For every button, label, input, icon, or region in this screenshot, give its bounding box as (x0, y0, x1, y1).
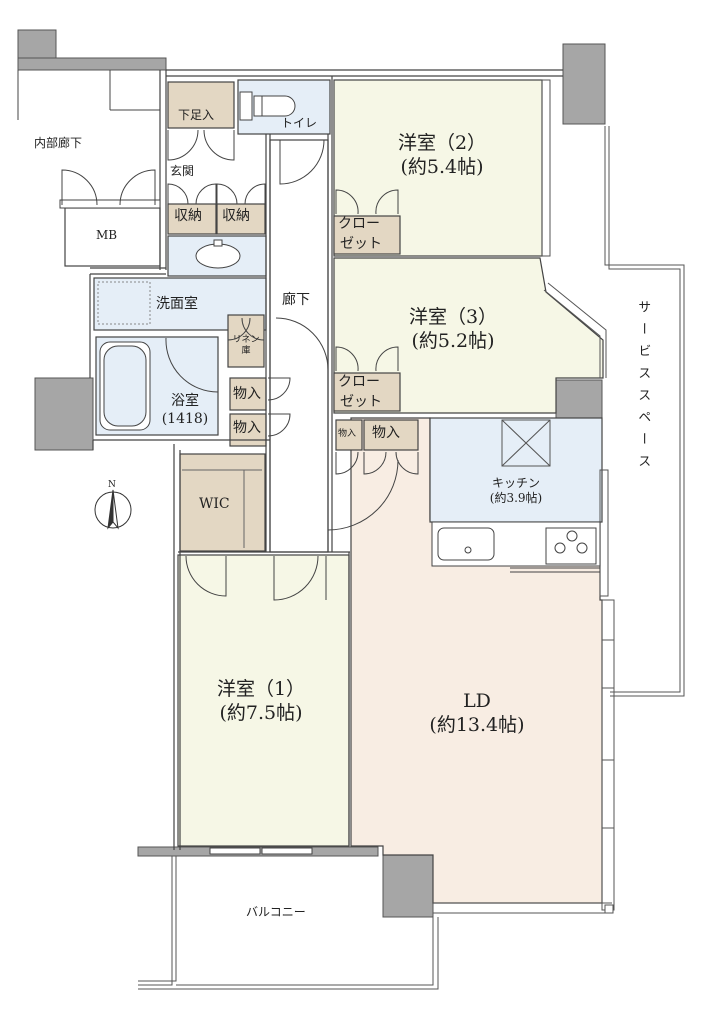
toilet-fixture (239, 91, 296, 121)
basin-fixture (195, 239, 241, 269)
closet-b-label-1: クロー (338, 374, 380, 390)
western-room-3-size: (約5.2帖) (411, 329, 495, 352)
service-space-label: サービススペース (635, 300, 651, 476)
balcony-label: バルコニー (246, 905, 306, 919)
inner-corridor-label: 内部廊下 (34, 136, 83, 150)
store-4 (335, 419, 363, 451)
storage-2 (216, 203, 266, 235)
western-room-2-size: (約5.4帖) (400, 155, 484, 178)
shoe-cabinet (167, 81, 235, 129)
kitchen-name: キッチン (491, 476, 540, 490)
hallway-label: 廊下 (282, 292, 310, 308)
door-swings (165, 129, 419, 601)
shoe-cabinet-label: 下足入 (178, 108, 215, 122)
balcony-outline (138, 856, 612, 990)
bathtub (99, 341, 151, 431)
mb-label: MB (96, 228, 118, 242)
closet-a-label-1: クロー (338, 216, 380, 232)
store-3-label: 物入 (372, 425, 400, 441)
washroom-label: 洗面室 (156, 296, 198, 312)
store-1 (229, 377, 267, 411)
room-fills (64, 79, 604, 904)
balcony-door (209, 847, 313, 855)
western-room-1 (177, 554, 350, 847)
storage-1 (167, 203, 217, 235)
storage-1-label: 収納 (174, 208, 202, 224)
genkan-label: 玄関 (170, 164, 195, 178)
closet-a (333, 215, 401, 255)
western-room-1-name: 洋室（1） (216, 678, 306, 700)
store-1-label: 物入 (233, 386, 261, 402)
bath-name: 浴室 (171, 393, 199, 409)
hallway (269, 139, 329, 553)
wic-label: WIC (199, 496, 230, 512)
kitchen-label: キッチン (約3.9帖) (466, 476, 566, 506)
store-4-label: 物入 (338, 429, 357, 439)
kitchen-size: (約3.9帖) (489, 491, 543, 505)
western-room-2-label: 洋室（2） (約5.4帖) (377, 132, 507, 180)
ld-name: LD (463, 690, 491, 712)
western-room-1-size: (約7.5帖) (219, 701, 303, 724)
western-room-3 (333, 257, 604, 414)
bath-label: 浴室 (1418) (150, 393, 220, 428)
north-compass-icon (94, 489, 132, 530)
toilet-label: トイレ (281, 116, 318, 130)
linen-cabinet (227, 314, 265, 368)
linen-label-2: 庫 (241, 345, 251, 356)
closet-b-label-2: ゼット (340, 394, 382, 410)
storage-2-label: 収納 (222, 208, 250, 224)
service-space (604, 126, 685, 697)
north-label: N (108, 480, 116, 490)
fridge-space (501, 419, 551, 467)
store-3 (363, 419, 419, 451)
entrance-lines (17, 70, 161, 267)
ld-label: LD (約13.4帖) (412, 690, 542, 738)
linen-label: リネン 庫 (231, 335, 261, 357)
closet-a-label-2: ゼット (340, 236, 382, 252)
kitchen-area (429, 417, 603, 523)
western-room-3-label: 洋室（3） (約5.2帖) (388, 306, 518, 354)
western-room-3-name: 洋室（3） (408, 306, 498, 328)
mb-space (64, 207, 161, 267)
store-2 (229, 413, 267, 447)
ld-size: (約13.4帖) (429, 713, 525, 736)
ld-window-frame (601, 599, 615, 914)
bath-size: (1418) (161, 410, 209, 427)
hall-walls (178, 76, 350, 846)
wic-shelves (182, 469, 262, 548)
washer-space (97, 281, 151, 325)
closet-b (333, 372, 401, 412)
linen-label-1: リネン (232, 335, 260, 345)
kitchen-counter (431, 521, 601, 573)
western-room-1-label: 洋室（1） (約7.5帖) (196, 678, 326, 726)
top-wall (89, 69, 563, 850)
store-2-label: 物入 (233, 420, 261, 436)
western-room-2-name: 洋室（2） (397, 132, 487, 154)
